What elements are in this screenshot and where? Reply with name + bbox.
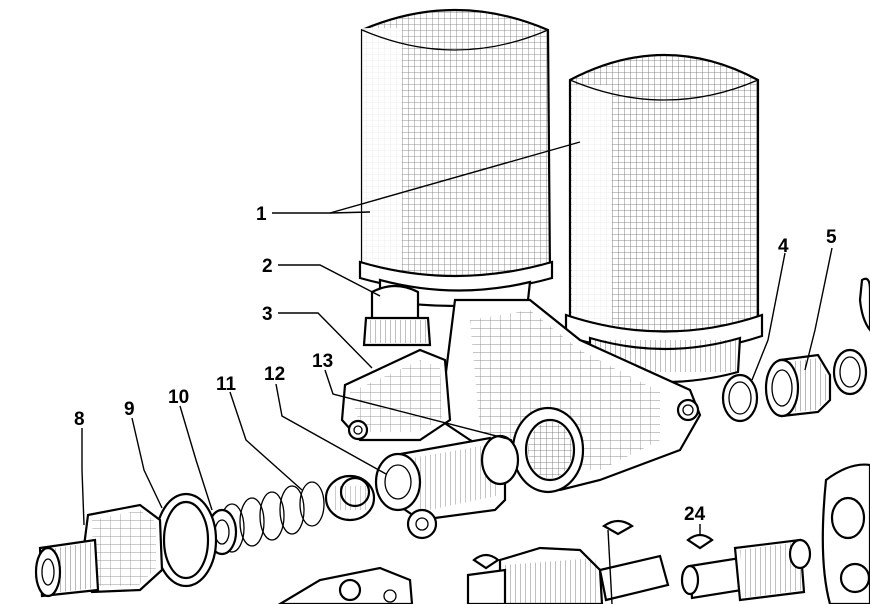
callout-24: 24 bbox=[684, 504, 706, 525]
callout-4: 4 bbox=[778, 236, 789, 257]
callout-10: 10 bbox=[168, 387, 189, 408]
bottom-parts-row bbox=[277, 463, 870, 604]
callout-1: 1 bbox=[256, 204, 267, 225]
spring-part-11 bbox=[219, 481, 325, 553]
callout-5: 5 bbox=[826, 227, 837, 248]
leader-lines bbox=[81, 141, 833, 604]
callout-8: 8 bbox=[74, 409, 85, 430]
callout-9: 9 bbox=[124, 399, 135, 420]
union-fitting-part-8 bbox=[34, 503, 164, 598]
callout-labels: 1 2 3 4 5 8 9 10 11 12 13 24 bbox=[74, 204, 837, 525]
sealing-ring-part-4 bbox=[721, 373, 759, 423]
callout-13: 13 bbox=[312, 351, 333, 372]
callout-11: 11 bbox=[216, 374, 237, 395]
relief-valve-housing bbox=[374, 434, 520, 540]
sleeve-part-5 bbox=[764, 353, 832, 418]
ring-right-edge bbox=[832, 277, 870, 396]
gasket-part-9 bbox=[154, 492, 218, 588]
callout-3: 3 bbox=[262, 304, 273, 325]
ring-part-12 bbox=[324, 474, 376, 522]
callout-2: 2 bbox=[262, 256, 273, 277]
plug-part-2 bbox=[362, 284, 432, 347]
callout-12: 12 bbox=[264, 364, 285, 385]
filter-canister-right bbox=[564, 54, 764, 384]
